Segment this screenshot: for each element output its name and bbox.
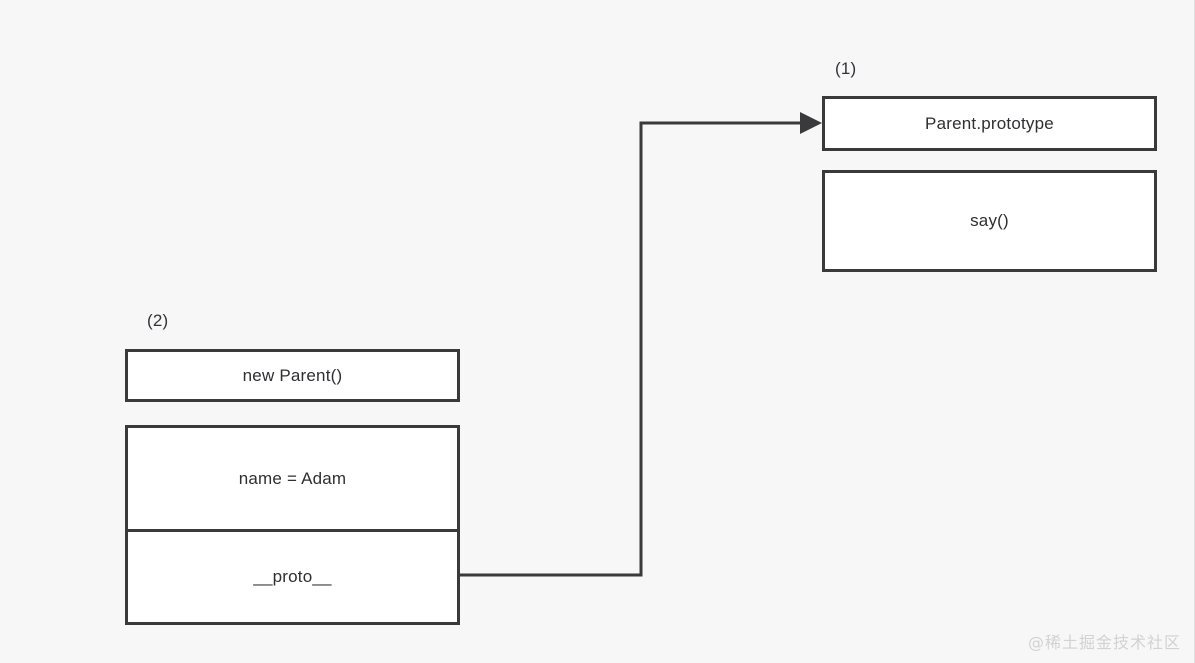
connector-path (459, 121, 800, 577)
box-parent-prototype[interactable]: Parent.prototype (822, 96, 1157, 151)
box-say-method[interactable]: say() (822, 170, 1157, 272)
box-say-method-label: say() (970, 211, 1009, 230)
cell-proto-field-label: __proto__ (253, 567, 332, 586)
box-new-parent[interactable]: new Parent() (125, 349, 460, 402)
watermark: @稀土掘金技术社区 (1027, 633, 1181, 652)
cell-name-field[interactable]: name = Adam (128, 428, 457, 532)
box-instance-fields: name = Adam __proto__ (125, 425, 460, 625)
arrowhead-icon (800, 112, 822, 134)
cell-proto-field[interactable]: __proto__ (128, 532, 457, 622)
cell-name-field-label: name = Adam (238, 468, 347, 488)
box-parent-prototype-label: Parent.prototype (925, 113, 1054, 133)
group-label-2: (2) (147, 311, 169, 330)
group-label-1: (1) (835, 59, 857, 78)
box-new-parent-label: new Parent() (242, 365, 343, 385)
